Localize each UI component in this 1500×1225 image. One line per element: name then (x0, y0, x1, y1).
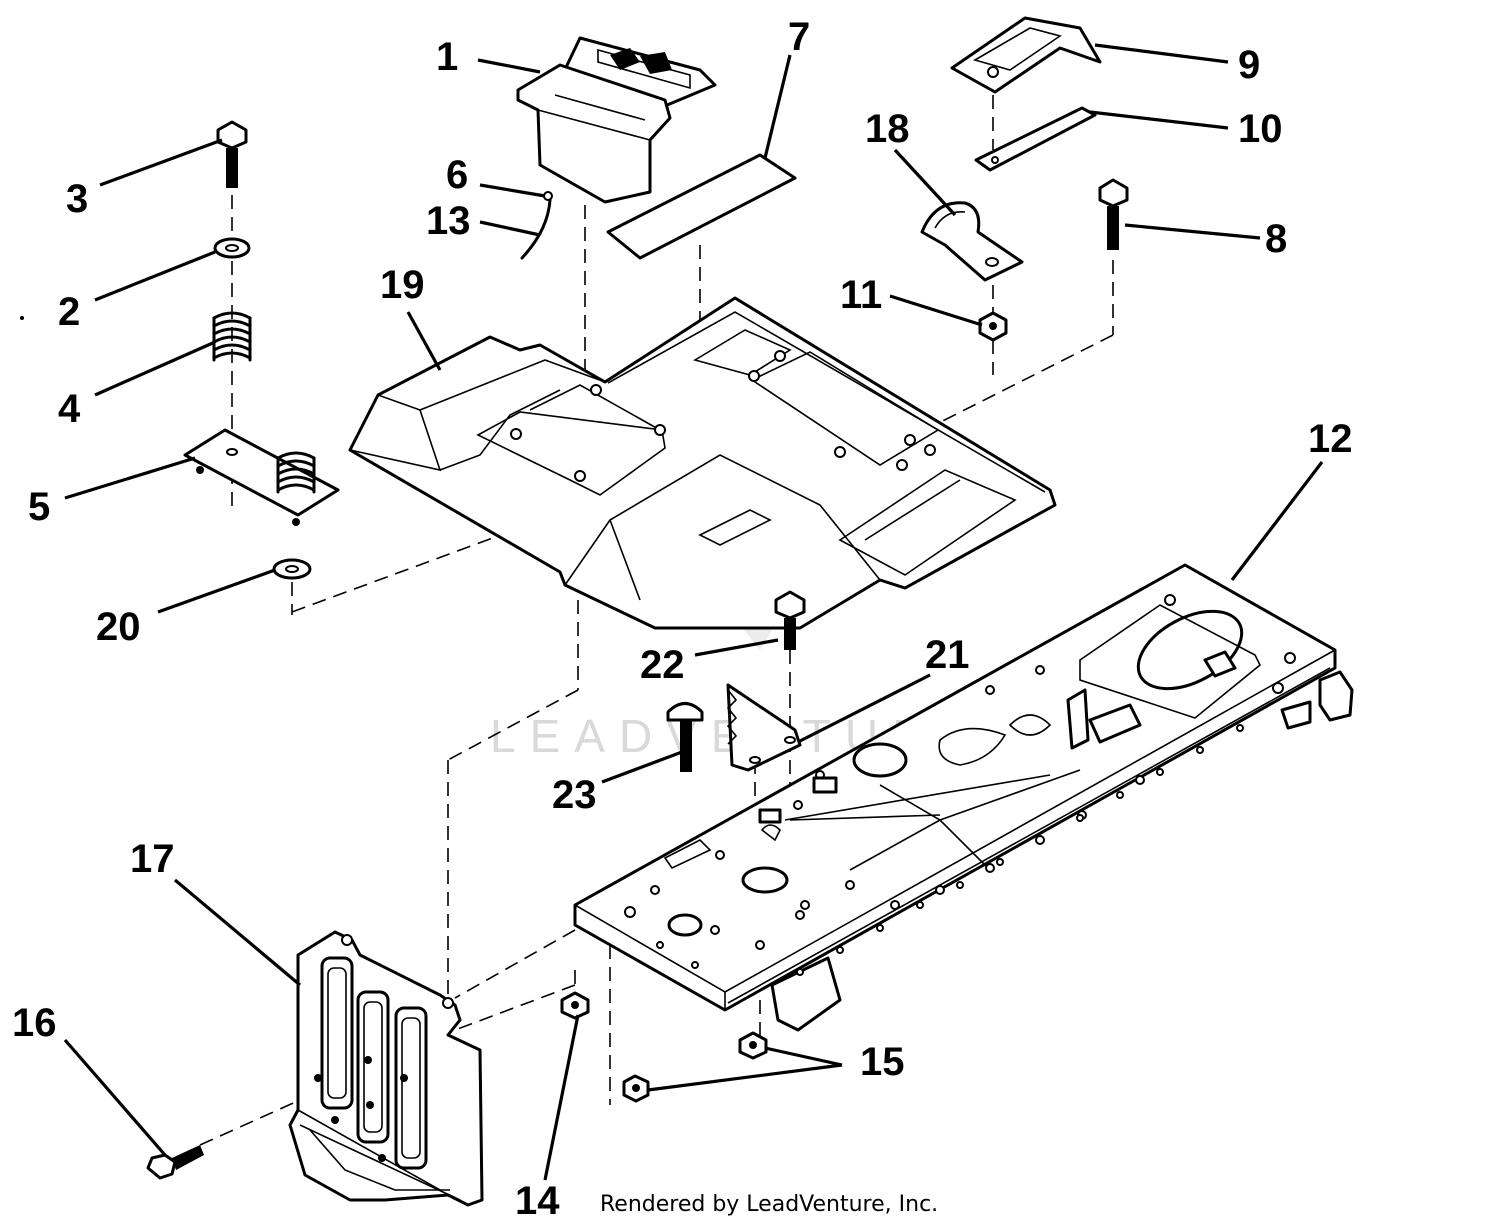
part-14-nut (560, 991, 590, 1020)
callout-16: 16 (12, 1001, 57, 1045)
callouts: 1 7 9 10 18 3 6 13 8 19 11 2 4 12 5 20 2… (12, 15, 1353, 1223)
callout-3: 3 (66, 177, 88, 221)
callout-17: 17 (130, 837, 175, 881)
part-12-frame (573, 563, 1354, 1032)
leader-lines (63, 43, 1324, 1181)
callout-10: 10 (1238, 107, 1283, 151)
part-7-decal (606, 153, 797, 260)
callout-11: 11 (840, 273, 882, 317)
part-11-nut (978, 311, 1008, 342)
callout-1: 1 (436, 35, 458, 79)
callout-2: 2 (58, 290, 80, 334)
callout-9: 9 (1238, 43, 1260, 87)
part-22-bolt (774, 590, 806, 650)
callout-7: 7 (788, 15, 810, 59)
part-21-bracket (726, 683, 802, 772)
callout-15: 15 (860, 1040, 905, 1084)
part-4-spring (212, 311, 252, 362)
part-19-body (348, 296, 1057, 630)
part-23-carriage-bolt (666, 702, 704, 772)
part-18-clamp (920, 201, 1024, 282)
callout-18: 18 (865, 107, 910, 151)
part-17-front-plate (288, 930, 484, 1207)
part-16-bolt (146, 1145, 204, 1180)
part-1-storage-tray (516, 36, 717, 204)
callout-13: 13 (426, 199, 471, 243)
callout-19: 19 (380, 263, 425, 307)
part-13-hose (520, 198, 552, 260)
callout-20: 20 (96, 605, 141, 649)
callout-4: 4 (58, 387, 81, 431)
callout-6: 6 (446, 153, 468, 197)
part-3-bolt (216, 120, 248, 188)
callout-8: 8 (1265, 217, 1287, 261)
callout-14: 14 (515, 1179, 560, 1223)
callout-21: 21 (925, 633, 970, 677)
part-5-spring-plate (183, 428, 340, 526)
callout-12: 12 (1308, 417, 1353, 461)
part-9-cover (950, 16, 1102, 94)
footer-credit: Rendered by LeadVenture, Inc. (600, 1192, 939, 1217)
part-10-plate (974, 106, 1097, 172)
part-20-washer (272, 558, 312, 580)
callout-5: 5 (28, 485, 50, 529)
part-15-nuts (622, 1031, 768, 1103)
callout-23: 23 (552, 773, 597, 817)
callout-22: 22 (640, 643, 685, 687)
part-2-washer (213, 237, 251, 259)
part-8-bolt (1098, 178, 1129, 250)
